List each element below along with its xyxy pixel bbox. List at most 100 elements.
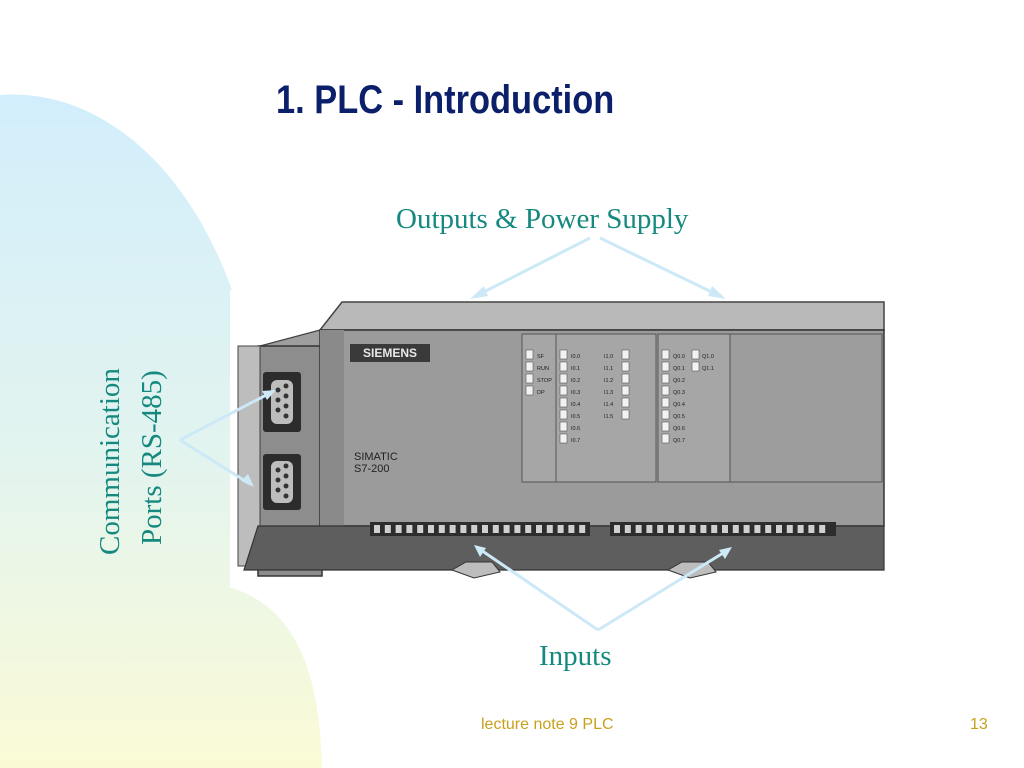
led-input-b-5 [621, 409, 630, 420]
led-status-0 [525, 349, 534, 360]
terminal-0-4 [417, 525, 424, 533]
led-status-1 [525, 361, 534, 372]
terminal-0-1 [384, 525, 391, 533]
outputs-power-supply-label: Outputs & Power Supply [396, 203, 689, 235]
led-output-a-1 [661, 361, 670, 372]
led-status-2 [525, 373, 534, 384]
led-output-b-1 [691, 361, 700, 372]
led-input-b-1 [621, 361, 630, 372]
terminal-1-7 [689, 525, 696, 533]
led-input-a-3 [559, 385, 568, 396]
led-label-input-b-4: I1.4 [604, 402, 613, 408]
led-status-3 [525, 385, 534, 396]
terminal-1-10 [722, 525, 728, 533]
led-input-b-0 [621, 349, 630, 360]
led-output-a-5 [661, 409, 670, 420]
terminal-0-6 [438, 525, 445, 533]
terminal-1-18 [808, 525, 815, 533]
led-label-status-3: DP [537, 390, 545, 396]
led-label-output-b-1: Q1.1 [702, 366, 714, 372]
terminal-1-2 [635, 525, 642, 533]
terminal-1-3 [646, 525, 653, 533]
led-label-output-a-6: Q0.6 [673, 426, 685, 432]
led-input-b-4 [621, 397, 630, 408]
model-s7-200-text: S7-200 [354, 463, 389, 475]
led-label-output-a-7: Q0.7 [673, 438, 685, 444]
page-number: 13 [970, 716, 988, 733]
led-input-a-5 [559, 409, 568, 420]
terminal-1-17 [797, 525, 804, 533]
terminal-0-14 [525, 525, 532, 533]
led-label-output-a-5: Q0.5 [673, 414, 685, 420]
led-input-a-4 [559, 397, 568, 408]
led-input-a-0 [559, 349, 568, 360]
led-label-input-a-2: I0.2 [571, 378, 580, 384]
led-label-output-a-3: Q0.3 [673, 390, 685, 396]
led-input-a-6 [559, 421, 568, 432]
led-label-input-a-1: I0.1 [571, 366, 580, 372]
led-input-a-1 [559, 361, 568, 372]
terminal-0-2 [395, 525, 402, 533]
terminal-0-19 [579, 525, 586, 533]
led-label-input-a-5: I0.5 [571, 414, 580, 420]
terminal-1-1 [624, 525, 631, 533]
led-input-a-7 [559, 433, 568, 444]
terminal-0-18 [568, 525, 575, 533]
siemens-brand-text: SIEMENS [363, 346, 417, 360]
led-label-input-a-7: I0.7 [571, 438, 580, 444]
led-output-a-7 [661, 433, 670, 444]
led-label-output-a-1: Q0.1 [673, 366, 685, 372]
footer-note: lecture note 9 PLC [481, 716, 614, 733]
led-input-b-2 [621, 373, 630, 384]
serial-port-2 [263, 454, 301, 510]
led-label-input-a-0: I0.0 [571, 354, 580, 360]
terminal-1-19 [819, 525, 826, 533]
led-label-output-a-4: Q0.4 [673, 402, 685, 408]
slide-title: 1. PLC - Introduction [276, 78, 615, 122]
led-label-status-2: STOP [537, 378, 552, 384]
led-output-a-6 [661, 421, 670, 432]
led-label-input-b-5: I1.5 [604, 414, 613, 420]
serial-port-1 [263, 372, 301, 432]
led-output-b-0 [691, 349, 700, 360]
led-output-a-4 [661, 397, 670, 408]
led-label-status-1: RUN [537, 366, 549, 372]
led-input-a-2 [559, 373, 568, 384]
led-indicators: SFRUNSTOPDPI0.0I0.1I0.2I0.3I0.4I0.5I0.6I… [525, 349, 714, 444]
led-label-input-b-2: I1.2 [604, 378, 613, 384]
terminal-1-0 [614, 525, 620, 533]
led-label-input-b-3: I1.3 [604, 390, 613, 396]
led-label-input-b-1: I1.1 [604, 366, 613, 372]
terminal-0-10 [482, 525, 488, 533]
led-input-b-3 [621, 385, 630, 396]
terminal-1-11 [732, 525, 739, 533]
led-label-output-a-2: Q0.2 [673, 378, 685, 384]
inputs-label: Inputs [539, 640, 612, 672]
terminal-0-16 [546, 525, 553, 533]
led-label-status-0: SF [537, 354, 545, 360]
terminal-1-14 [765, 525, 772, 533]
input-terminal-blocks [374, 525, 826, 533]
terminal-1-15 [776, 525, 782, 533]
led-label-input-a-4: I0.4 [571, 402, 580, 408]
terminal-0-3 [406, 525, 413, 533]
terminal-0-13 [514, 525, 521, 533]
terminal-0-8 [460, 525, 467, 533]
simatic-text: SIMATIC [354, 451, 398, 463]
terminal-1-16 [786, 525, 793, 533]
plc-device-illustration: SIEMENS SIMATIC S7-200 SF RUN STOP DP I0.0I0… [230, 290, 898, 588]
terminal-0-12 [503, 525, 510, 533]
led-label-input-b-0: I1.0 [604, 354, 613, 360]
led-output-a-3 [661, 385, 670, 396]
terminal-0-15 [536, 525, 542, 533]
terminal-0-11 [492, 525, 499, 533]
led-label-output-b-0: Q1.0 [702, 354, 714, 360]
terminal-0-7 [449, 525, 456, 533]
terminal-1-5 [668, 525, 674, 533]
ports-rs485-label: Ports (RS-485) [136, 370, 168, 545]
terminal-1-13 [754, 525, 761, 533]
led-output-a-0 [661, 349, 670, 360]
terminal-1-4 [657, 525, 664, 533]
terminal-0-9 [471, 525, 478, 533]
